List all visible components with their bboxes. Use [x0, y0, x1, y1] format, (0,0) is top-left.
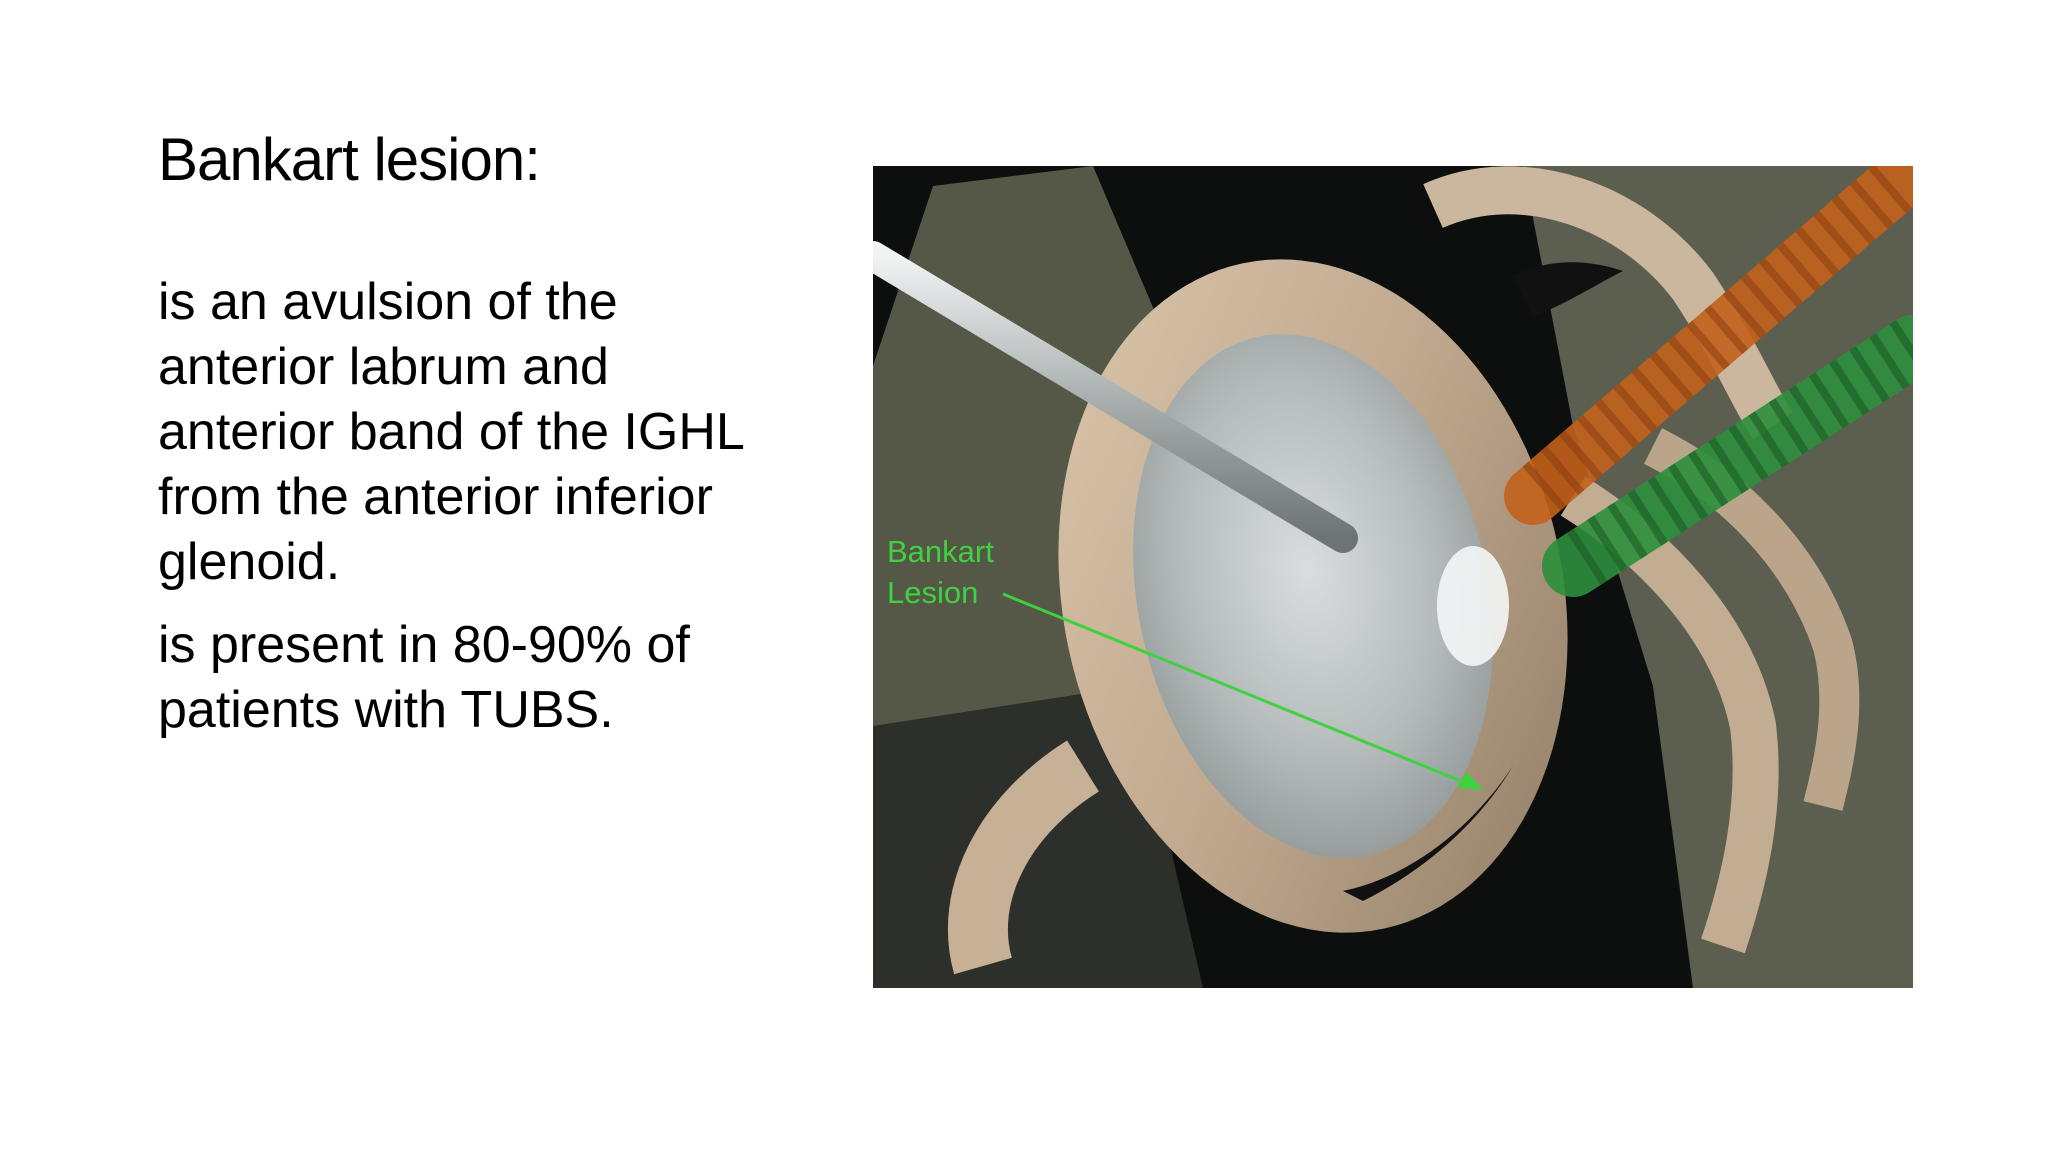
orange-anchor-screw	[1504, 166, 1913, 525]
paragraph-prevalence: is present in 80-90% of patients with TU…	[158, 616, 690, 739]
lesion-pointer-arrowhead	[1457, 772, 1483, 790]
upper-tear	[1513, 262, 1623, 316]
bankart-lesion-label: Bankart Lesion	[887, 534, 994, 610]
ligament-band-bottom-left	[947, 740, 1100, 975]
glenoid-highlight	[1437, 546, 1509, 666]
paragraph-definition: is an avulsion of the anterior labrum an…	[158, 273, 743, 591]
slide-body: is an avulsion of the anterior labrum an…	[158, 270, 798, 761]
shoulder-anatomy-graphic	[873, 166, 1913, 988]
lesion-tear	[1343, 766, 1513, 901]
bankart-lesion-illustration: Bankart Lesion	[873, 166, 1913, 988]
green-anchor-screw	[1542, 315, 1913, 597]
lesion-pointer-line	[1002, 592, 1474, 788]
arthroscopic-probe	[873, 241, 1358, 553]
slide-title: Bankart lesion:	[158, 126, 541, 193]
ligament-band-top	[1423, 166, 1794, 440]
